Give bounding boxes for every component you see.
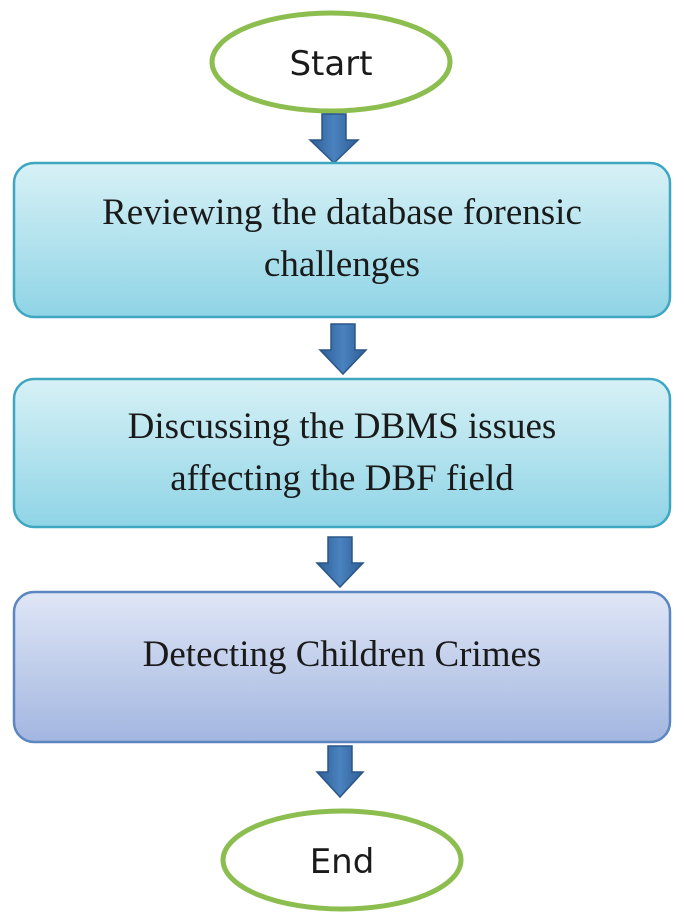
arrow-down-icon bbox=[315, 745, 365, 799]
step-3-line-1: Detecting Children Crimes bbox=[143, 634, 542, 675]
process-step-2: Discussing the DBMS issues affecting the… bbox=[12, 377, 672, 529]
start-label: Start bbox=[289, 44, 372, 84]
arrow-down-icon bbox=[318, 323, 368, 376]
arrow-down-icon bbox=[315, 536, 365, 589]
start-node: Start bbox=[209, 10, 453, 114]
end-label: End bbox=[310, 842, 375, 882]
end-node: End bbox=[220, 808, 464, 912]
step-1-line-1: Reviewing the database forensic bbox=[102, 192, 582, 233]
process-step-3: Detecting Children Crimes bbox=[12, 590, 672, 744]
step-2-line-2: affecting the DBF field bbox=[170, 458, 514, 499]
step-2-line-1: Discussing the DBMS issues bbox=[128, 406, 557, 447]
step-1-line-2: challenges bbox=[264, 244, 420, 285]
arrow-down-icon bbox=[308, 113, 360, 165]
process-step-1: Reviewing the database forensic challeng… bbox=[12, 161, 672, 319]
